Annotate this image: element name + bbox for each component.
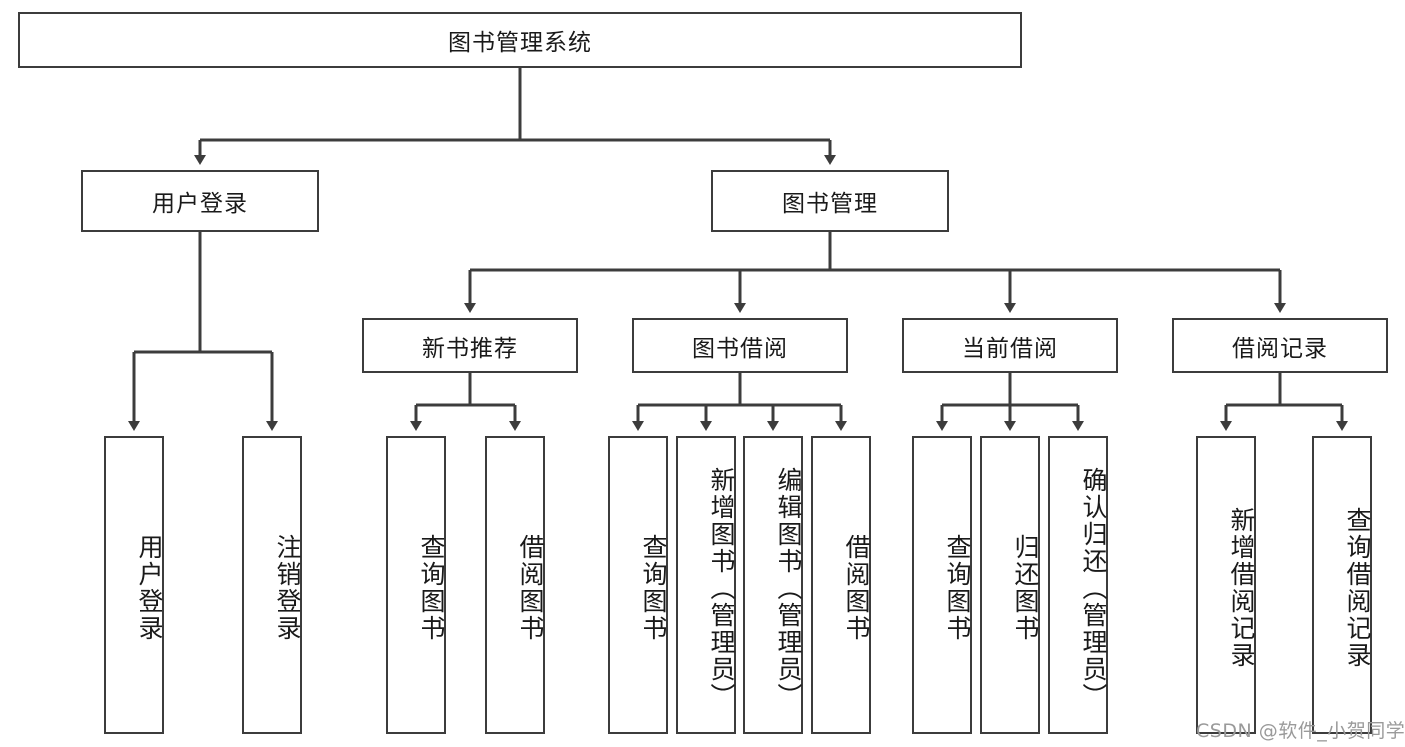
leaf-return-book-label: 归还图书	[1011, 534, 1040, 642]
node-root-label: 图书管理系统	[448, 30, 592, 56]
node-book-borrow[interactable]: 图书借阅	[632, 318, 848, 373]
node-new-book-recommend-label: 新书推荐	[422, 335, 518, 362]
leaf-add-book-label: 新增图书（管理员）	[707, 466, 736, 710]
leaf-confirm-return[interactable]: 确认归还（管理员）	[1048, 436, 1108, 734]
node-borrow-records[interactable]: 借阅记录	[1172, 318, 1388, 373]
leaf-user-logout-label: 注销登录	[273, 534, 302, 642]
leaf-query-book-2[interactable]: 查询图书	[608, 436, 668, 734]
leaf-query-book-2-label: 查询图书	[639, 534, 668, 642]
node-root[interactable]: 图书管理系统	[18, 12, 1022, 68]
leaf-user-login-label: 用户登录	[135, 534, 164, 642]
leaf-add-book[interactable]: 新增图书（管理员）	[676, 436, 736, 734]
leaf-edit-book-label: 编辑图书（管理员）	[774, 466, 803, 710]
node-user-login-label: 用户登录	[152, 191, 248, 217]
leaf-borrow-book-1[interactable]: 借阅图书	[485, 436, 545, 734]
node-book-management-label: 图书管理	[782, 191, 878, 217]
leaf-borrow-book-1-label: 借阅图书	[516, 534, 545, 642]
node-book-borrow-label: 图书借阅	[692, 335, 788, 362]
leaf-borrow-book-2[interactable]: 借阅图书	[811, 436, 871, 734]
csdn-watermark: CSDN @软件_小贺同学	[1196, 720, 1405, 742]
leaf-query-book-3[interactable]: 查询图书	[912, 436, 972, 734]
node-current-borrow[interactable]: 当前借阅	[902, 318, 1118, 373]
leaf-user-logout[interactable]: 注销登录	[242, 436, 302, 734]
leaf-return-book[interactable]: 归还图书	[980, 436, 1040, 734]
leaf-confirm-return-label: 确认归还（管理员）	[1079, 466, 1108, 710]
leaf-query-record[interactable]: 查询借阅记录	[1312, 436, 1372, 734]
leaf-add-record-label: 新增借阅记录	[1227, 507, 1256, 669]
node-borrow-records-label: 借阅记录	[1232, 335, 1328, 362]
leaf-query-book-3-label: 查询图书	[943, 534, 972, 642]
leaf-query-book-1[interactable]: 查询图书	[386, 436, 446, 734]
leaf-query-book-1-label: 查询图书	[417, 534, 446, 642]
leaf-edit-book[interactable]: 编辑图书（管理员）	[743, 436, 803, 734]
leaf-query-record-label: 查询借阅记录	[1343, 507, 1372, 669]
node-user-login[interactable]: 用户登录	[81, 170, 319, 232]
leaf-user-login[interactable]: 用户登录	[104, 436, 164, 734]
leaf-borrow-book-2-label: 借阅图书	[842, 534, 871, 642]
node-new-book-recommend[interactable]: 新书推荐	[362, 318, 578, 373]
leaf-add-record[interactable]: 新增借阅记录	[1196, 436, 1256, 734]
node-current-borrow-label: 当前借阅	[962, 335, 1058, 362]
node-book-management[interactable]: 图书管理	[711, 170, 949, 232]
